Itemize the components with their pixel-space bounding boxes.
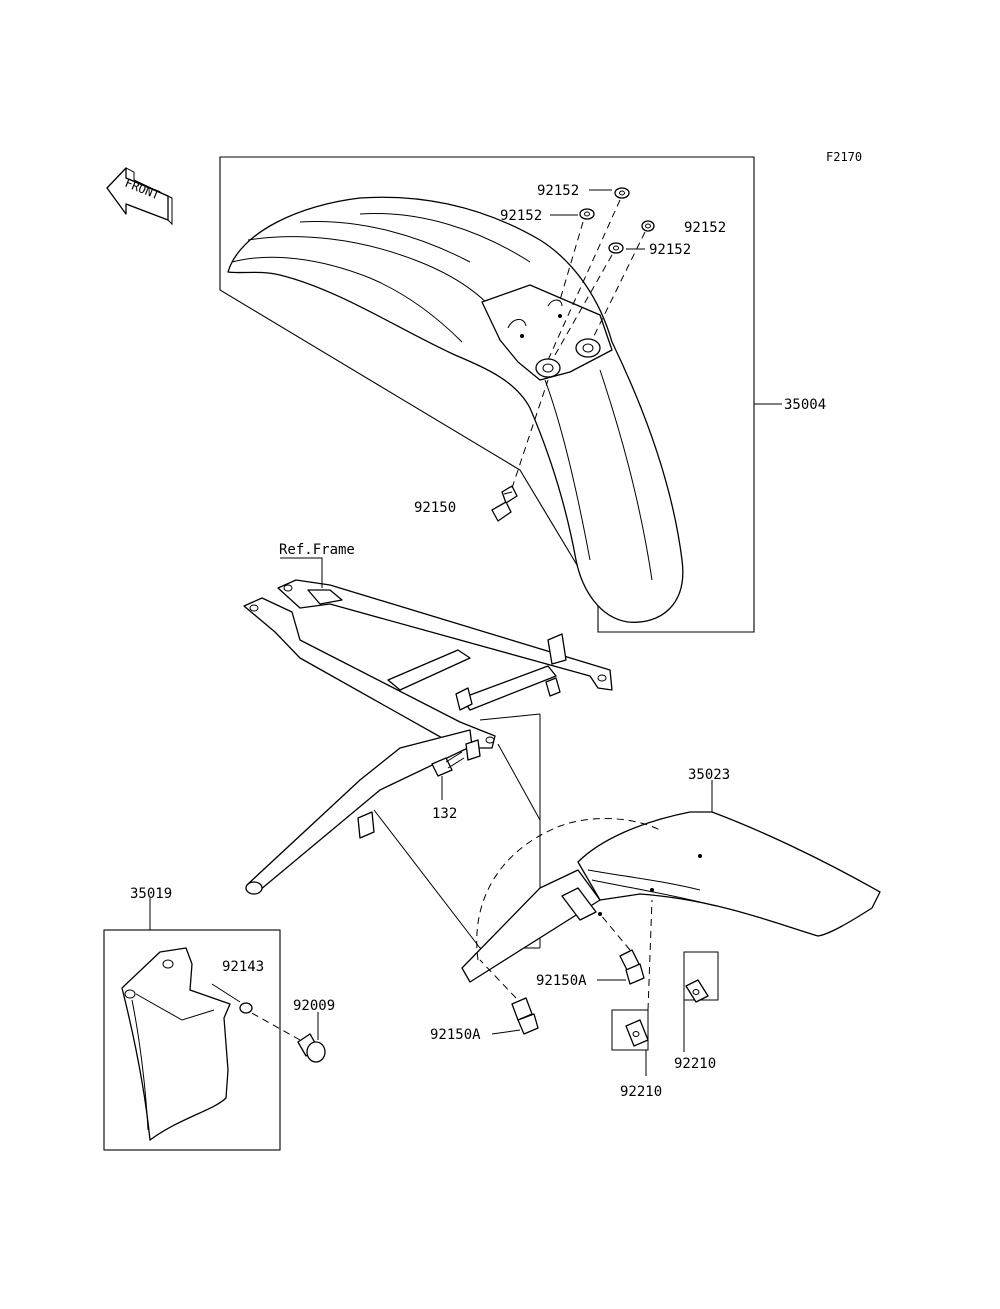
washer-92152-top xyxy=(614,187,630,199)
callout-92210-left: 92210 xyxy=(620,1084,662,1100)
callout-35004: 35004 xyxy=(784,397,826,413)
washer-92152-right-b xyxy=(608,242,624,254)
callout-92152-top: 92152 xyxy=(537,183,579,199)
front-arrow-icon: FRONT xyxy=(106,167,173,226)
washer-92152-right-a xyxy=(641,220,655,232)
bolt-92150A-upper xyxy=(619,949,645,985)
callout-92009: 92009 xyxy=(293,998,335,1014)
screw-92009 xyxy=(297,1033,326,1063)
callout-35023: 35023 xyxy=(688,767,730,783)
callout-92143: 92143 xyxy=(222,959,264,975)
front-fender-group-frame xyxy=(219,156,755,633)
nut-92210-right xyxy=(683,951,719,1003)
callout-132: 132 xyxy=(432,806,457,822)
callout-92152-right-b: 92152 xyxy=(649,242,691,258)
mud-flap xyxy=(121,947,231,1141)
bolt-132 xyxy=(431,751,465,777)
rear-subframe xyxy=(243,579,613,895)
callout-92150A-lower: 92150A xyxy=(430,1027,481,1043)
callout-92152-left: 92152 xyxy=(500,208,542,224)
callout-92210-right: 92210 xyxy=(674,1056,716,1072)
nut-92210-left xyxy=(611,1009,649,1051)
washer-92143 xyxy=(239,1002,253,1014)
figure-code: F2170 xyxy=(826,150,862,164)
flap-group-frame xyxy=(103,929,281,1151)
rear-fender xyxy=(461,811,881,983)
fender-mount-hole xyxy=(575,338,601,358)
fender-mount-hole xyxy=(535,358,561,378)
bolt-92150 xyxy=(491,485,518,522)
callout-35019: 35019 xyxy=(130,886,172,902)
front-fender xyxy=(227,196,684,623)
callout-92150: 92150 xyxy=(414,500,456,516)
callout-92152-right-a: 92152 xyxy=(684,220,726,236)
callout-92150A-upper: 92150A xyxy=(536,973,587,989)
bolt-92150A-lower xyxy=(511,997,539,1035)
ref-frame-label: Ref.Frame xyxy=(279,542,355,558)
washer-92152-left xyxy=(579,208,595,220)
